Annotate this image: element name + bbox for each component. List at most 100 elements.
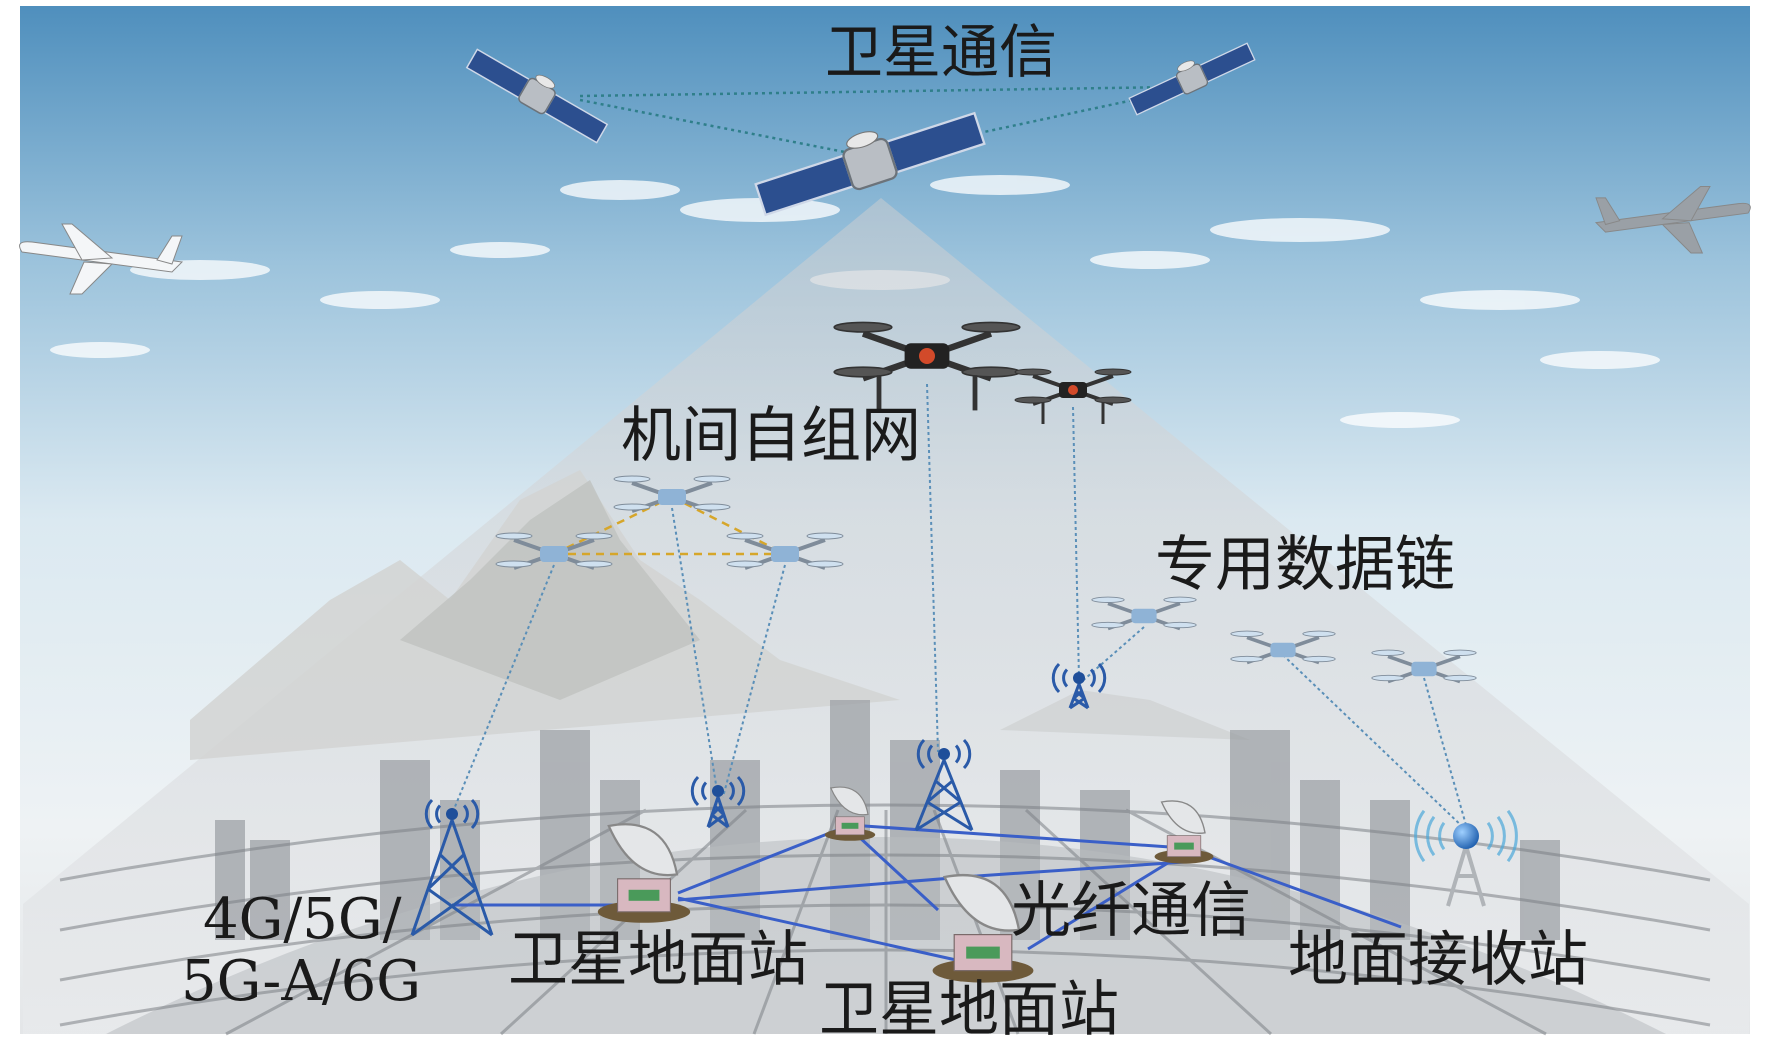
propeller	[1014, 368, 1052, 376]
propeller	[806, 560, 844, 568]
agri-drone-large-icon	[833, 321, 1021, 411]
datalink-drone-icon	[1091, 596, 1197, 631]
drone-body	[1131, 608, 1157, 624]
signal-wave	[690, 775, 700, 807]
propeller	[1091, 621, 1125, 629]
cloud	[1540, 351, 1660, 369]
propeller	[1163, 621, 1197, 629]
propeller	[833, 366, 893, 378]
signal-wave	[1438, 821, 1446, 851]
label-ground-receiver: 地面接收站	[1288, 925, 1588, 995]
tower-lattice	[706, 796, 730, 829]
propeller	[1230, 630, 1264, 637]
satellite-main-icon	[754, 111, 986, 217]
station-window	[628, 889, 660, 901]
cell-tower-mid-icon	[914, 738, 974, 832]
tower-lattice	[914, 759, 974, 832]
cloud	[930, 175, 1070, 195]
propeller	[495, 560, 533, 568]
globe-grid	[59, 803, 1711, 1036]
signal-wave	[1089, 668, 1096, 688]
fiber-link	[677, 874, 978, 902]
wing	[1661, 186, 1711, 254]
longitude-line	[225, 808, 647, 1036]
signal-wave	[1051, 662, 1061, 694]
swarm-link	[553, 495, 673, 556]
drone-tank	[919, 348, 935, 364]
tower-antenna	[446, 808, 458, 820]
cloud	[1210, 218, 1390, 242]
ground-receiver-icon	[1414, 809, 1518, 907]
ground-station-dish-icon	[932, 873, 1034, 983]
signal-wave	[1506, 809, 1518, 863]
wireless-links	[451, 383, 1467, 831]
longitude-line	[499, 808, 748, 1036]
cloud	[1420, 290, 1580, 310]
dish-reflector	[829, 786, 869, 816]
swarm-drone-icon	[726, 532, 844, 570]
wireless-link	[926, 383, 939, 753]
wireless-link	[1282, 654, 1467, 831]
propeller	[613, 475, 651, 483]
signal-wave	[1486, 821, 1494, 851]
signal-wave	[435, 804, 442, 824]
propeller	[1094, 368, 1132, 376]
signal-wave	[916, 738, 926, 770]
wireless-link	[1078, 626, 1145, 685]
propeller	[575, 532, 613, 540]
signal-wave	[954, 744, 961, 764]
propeller	[575, 560, 613, 568]
tower-antenna	[938, 748, 950, 760]
propeller	[1443, 674, 1477, 682]
label-adhoc-network: 机间自组网	[621, 401, 921, 471]
airliner-icon	[19, 223, 184, 295]
station-window	[966, 946, 1000, 959]
propeller	[726, 532, 764, 540]
tower-lattice	[1068, 683, 1090, 710]
datalink-drone-icon	[1371, 649, 1477, 684]
cell-tower-icon	[410, 798, 494, 937]
signal-wave	[927, 744, 934, 764]
swarm-drone-icon	[613, 475, 731, 513]
label-dedicated-datalink: 专用数据链	[1155, 530, 1455, 600]
wireless-link	[722, 564, 786, 798]
propeller	[1371, 649, 1405, 656]
wing	[61, 223, 114, 295]
drone-tank	[1068, 385, 1078, 395]
mountains	[190, 470, 1250, 760]
receiver-ball	[1453, 823, 1479, 849]
cloud	[1340, 412, 1460, 428]
military-uav-icon	[1594, 186, 1751, 254]
cloud	[1090, 251, 1210, 269]
propeller	[1371, 674, 1405, 682]
longitude-line	[932, 809, 1020, 1035]
station-window	[841, 822, 859, 829]
building	[215, 820, 245, 940]
signal-wave	[736, 775, 746, 807]
cloud	[50, 342, 150, 358]
drone-body	[771, 546, 799, 562]
wireless-link	[1423, 677, 1467, 826]
antenna-dish	[1177, 60, 1195, 72]
receiver-mast	[1446, 845, 1486, 907]
label-cellular-line2: 5G-A/6G	[181, 949, 421, 1014]
wireless-link	[671, 507, 719, 798]
dish-reflector	[1160, 800, 1206, 834]
dish-reflector	[942, 873, 1021, 932]
drone-body	[1270, 642, 1296, 658]
swarm-links	[553, 495, 786, 556]
fiber-link	[849, 823, 1185, 850]
antenna-dish	[535, 74, 555, 89]
drone-body	[658, 489, 686, 505]
small-antenna-icon	[1051, 662, 1107, 710]
satellite-link	[579, 98, 861, 157]
label-satellite-comm: 卫星通信	[825, 18, 1057, 86]
satellite-left-icon	[465, 48, 609, 144]
cloud	[450, 242, 550, 258]
tower-antenna	[1073, 672, 1085, 684]
signal-wave	[1496, 815, 1506, 857]
drone-body	[1411, 661, 1437, 677]
propeller	[613, 503, 651, 511]
ground-station-dish-icon	[824, 786, 876, 841]
